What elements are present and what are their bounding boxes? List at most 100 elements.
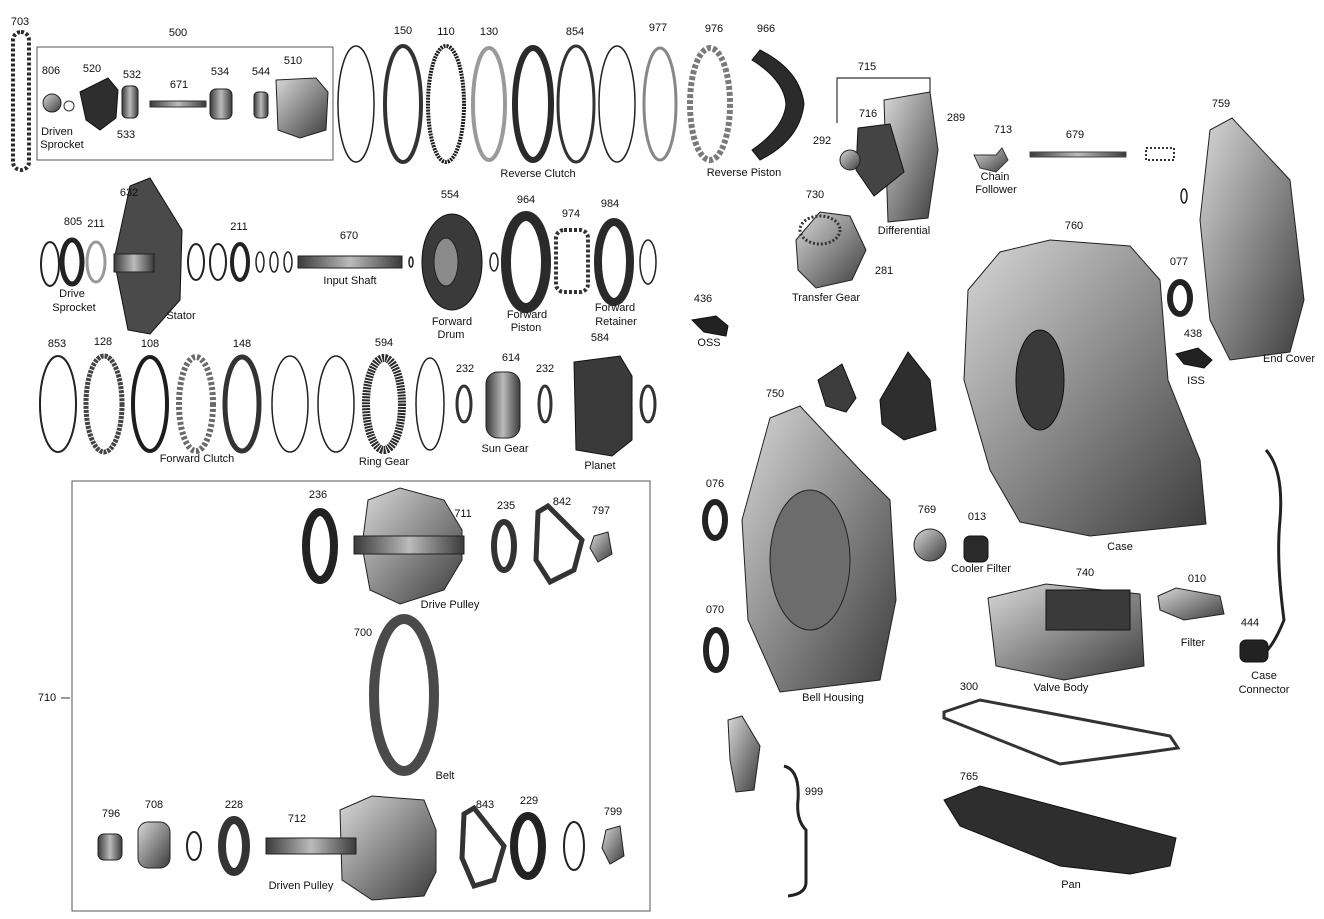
callout-976: 976 <box>704 23 724 35</box>
plate-110 <box>426 44 466 164</box>
group-710-frame <box>71 480 651 912</box>
callout-760: 760 <box>1064 220 1084 232</box>
callout-712: 712 <box>287 813 307 825</box>
input-shaft-670 <box>297 255 403 269</box>
part-806 <box>42 93 62 113</box>
ring-f <box>408 256 414 268</box>
label-forward-piston-1: Forward <box>506 309 548 321</box>
callout-700: 700 <box>353 627 373 639</box>
callout-076: 076 <box>705 478 725 490</box>
callout-438: 438 <box>1183 328 1203 340</box>
label-forward-retainer-2: Retainer <box>595 316 637 328</box>
group-500-frame <box>36 46 334 161</box>
callout-715: 715 <box>857 61 877 73</box>
callout-797: 797 <box>591 505 611 517</box>
label-iss: ISS <box>1187 375 1205 387</box>
label-filter: Filter <box>1180 637 1206 649</box>
callout-010: 010 <box>1187 573 1207 585</box>
callout-703: 703 <box>10 16 30 28</box>
callout-544: 544 <box>251 66 271 78</box>
part-671 <box>149 100 207 108</box>
label-end-cover: End Cover <box>1263 353 1315 365</box>
bearing-228 <box>218 816 250 876</box>
callout-584: 584 <box>590 332 610 344</box>
case-bore <box>1015 329 1065 431</box>
callout-232-b: 232 <box>535 363 555 375</box>
case-connector <box>1239 639 1269 663</box>
label-drive-pulley: Drive Pulley <box>420 599 480 611</box>
part-806-ring <box>63 100 75 112</box>
valve-body-solenoids <box>1045 589 1131 631</box>
bracket-999 <box>727 715 761 793</box>
bracket-a <box>817 363 857 413</box>
label-cooler-filter: Cooler Filter <box>951 563 1011 575</box>
nut-799 <box>601 825 625 865</box>
callout-984: 984 <box>600 198 620 210</box>
pan-765 <box>943 785 1177 875</box>
plate-854a <box>512 45 554 163</box>
spring <box>1145 147 1175 161</box>
part-292 <box>839 149 861 171</box>
callout-843: 843 <box>475 799 495 811</box>
label-transfer-gear: Transfer Gear <box>791 292 861 304</box>
ring-e <box>283 251 293 273</box>
callout-842: 842 <box>552 496 572 508</box>
ring-2 <box>598 45 636 163</box>
gear-708 <box>137 821 171 869</box>
label-chain-follower-1: Chain <box>980 171 1010 183</box>
callout-289: 289 <box>946 112 966 124</box>
chain-703 <box>11 30 31 172</box>
callout-300: 300 <box>959 681 979 693</box>
ring-gear-594 <box>362 354 406 454</box>
ring-1 <box>337 45 375 163</box>
part-532 <box>121 85 139 119</box>
callout-281: 281 <box>874 265 894 277</box>
part-510 <box>275 77 329 139</box>
bearing-974 <box>554 228 590 294</box>
bell-housing-inner <box>769 489 851 631</box>
plate-128 <box>83 353 125 455</box>
ring-g <box>489 252 499 272</box>
callout-436: 436 <box>693 293 713 305</box>
label-driven-pulley: Driven Pulley <box>268 880 334 892</box>
ring-b <box>209 243 227 281</box>
callout-679: 679 <box>1065 129 1085 141</box>
label-case-connector-1: Case <box>1251 670 1277 682</box>
driven-pulley-712 <box>339 795 437 901</box>
callout-670: 670 <box>339 230 359 242</box>
ring-l <box>186 831 202 861</box>
callout-977: 977 <box>648 22 668 34</box>
label-driven-sprocket-1: Driven <box>41 126 73 138</box>
callout-554: 554 <box>440 189 460 201</box>
label-sun-gear: Sun Gear <box>481 443 529 455</box>
callout-708: 708 <box>144 799 164 811</box>
ring-i <box>271 355 309 453</box>
bracket-b <box>879 351 937 441</box>
callout-964: 964 <box>516 194 536 206</box>
callout-716: 716 <box>858 108 878 120</box>
callout-130: 130 <box>479 26 499 38</box>
end-cover-759 <box>1199 117 1305 361</box>
callout-854: 854 <box>565 26 585 38</box>
filter-010 <box>1157 587 1225 621</box>
label-chain-follower-2: Follower <box>975 184 1017 196</box>
plate-108b <box>176 354 216 454</box>
callout-740: 740 <box>1075 567 1095 579</box>
bracket-843 <box>459 804 507 890</box>
callout-710: 710 <box>37 692 57 704</box>
small-ring <box>1180 188 1188 204</box>
bearing-229 <box>510 812 546 880</box>
callout-211-b: 211 <box>230 221 248 233</box>
bracket-715 <box>836 77 931 123</box>
ring-d <box>269 251 279 273</box>
label-drive-sprocket-2: Sprocket <box>52 302 96 314</box>
rod-679 <box>1029 151 1127 158</box>
callout-614: 614 <box>501 352 521 364</box>
ring-k <box>415 357 445 451</box>
callout-799: 799 <box>603 806 623 818</box>
label-forward-clutch: Forward Clutch <box>159 453 235 465</box>
harness-444 <box>1259 448 1286 658</box>
thrust-planet <box>639 384 657 424</box>
bearing-236 <box>302 508 338 584</box>
